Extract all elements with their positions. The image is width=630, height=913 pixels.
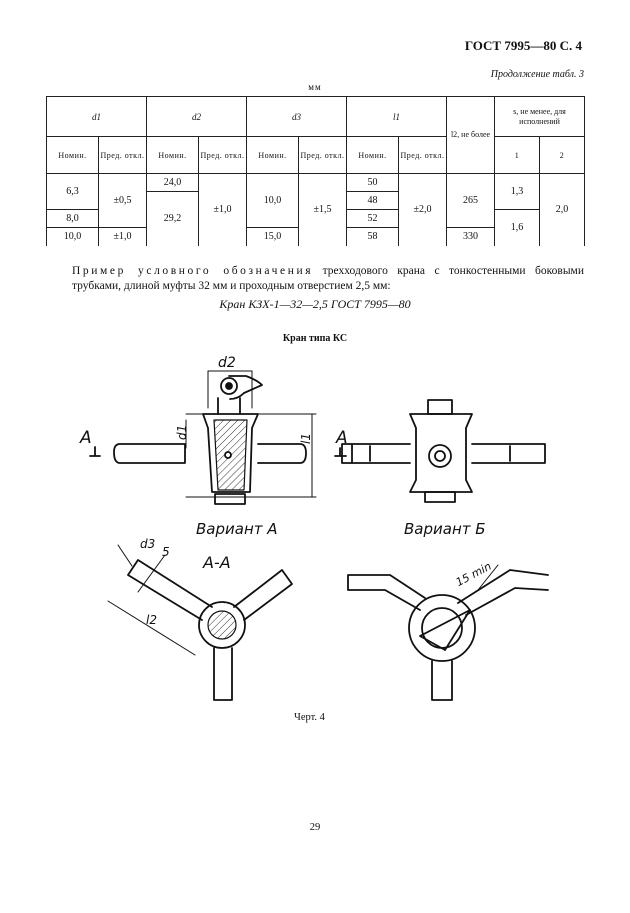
d1-nom-header: Номин. — [46, 136, 99, 174]
variant-a-label: Вариант А — [196, 520, 278, 538]
col-d2-header: d2 — [146, 96, 247, 137]
section-mark-left: А — [79, 428, 92, 448]
table-cell: 15,0 — [246, 227, 299, 246]
example-text: трехходового крана с тонкостенными боков… — [72, 265, 584, 292]
section-mark-right: А — [335, 428, 348, 448]
page-number: 29 — [309, 822, 321, 833]
s-isp2-header: 2 — [539, 136, 586, 174]
d2-tol-header: Пред. откл. — [198, 136, 247, 174]
variant-b-view — [341, 399, 546, 503]
table-cell: 29,2 — [146, 191, 199, 246]
figure-title: Кран типа КС — [282, 333, 348, 344]
col-s-header: s, не менее, для исполнений — [494, 96, 586, 137]
dimensions-table: d1 d2 d3 l1 l2, не более s, не менее, дл… — [46, 96, 586, 246]
table-cell: ±1,0 — [98, 227, 147, 246]
table-cell: 1,3 — [494, 173, 541, 210]
table-cell: 48 — [346, 191, 399, 210]
d3-nom-header: Номин. — [246, 136, 299, 174]
designation-example: Пример условного обозначения трехходовог… — [72, 264, 584, 294]
example-lead: Пример условного обозначения — [72, 265, 314, 277]
d2-nom-header: Номин. — [146, 136, 199, 174]
dim-d1-label: d1 — [175, 425, 189, 440]
l1-tol-header: Пред. откл. — [397, 136, 448, 174]
table-cell: ±0,5 — [98, 173, 147, 228]
units-label: мм — [308, 82, 322, 92]
table-cell: 24,0 — [146, 173, 199, 192]
dim-d3-label: d3 — [140, 537, 155, 551]
section-a-a-view — [107, 544, 293, 701]
technical-drawing: А А d2 d1 l1 Вариант А Вариант Б А-А d3 … — [79, 355, 549, 701]
table-cell: ±2,0 — [397, 173, 448, 246]
dim-s-label: 5 — [162, 545, 170, 559]
table-cell: 52 — [346, 209, 399, 228]
table-cell: 8,0 — [46, 209, 99, 228]
table-cell: 330 — [446, 227, 496, 246]
variant-b-label: Вариант Б — [404, 520, 486, 538]
col-d1-header: d1 — [46, 96, 147, 137]
table-cell: 265 — [446, 173, 496, 228]
table-cell: 50 — [346, 173, 399, 192]
table-cell: ±1,0 — [198, 173, 247, 246]
table-cell: 1,6 — [494, 209, 541, 246]
section-label: А-А — [202, 553, 231, 572]
col-l2-header: l2, не более — [446, 96, 496, 174]
page-header: ГОСТ 7995—80 С. 4 — [464, 38, 582, 53]
dim-l2-label: l2 — [146, 613, 157, 627]
table-cell: 10,0 — [246, 173, 299, 228]
l1-nom-header: Номин. — [346, 136, 399, 174]
d1-tol-header: Пред. откл. — [98, 136, 147, 174]
col-l1-header: l1 — [345, 96, 448, 137]
table-cell: ±1,5 — [298, 173, 347, 246]
table-cell: 6,3 — [46, 173, 99, 210]
table-cell: 10,0 — [46, 227, 99, 246]
table-cell: 58 — [346, 227, 399, 246]
table-cell: 2,0 — [539, 173, 586, 246]
col-d3-header: d3 — [246, 96, 347, 137]
section-b-view — [347, 564, 549, 701]
dim-l1-label: l1 — [299, 433, 313, 444]
s-isp1-header: 1 — [494, 136, 541, 174]
table-continuation-label: Продолжение табл. 3 — [490, 69, 584, 80]
dim-d2-label: d2 — [218, 355, 236, 371]
variant-a-view — [89, 370, 347, 505]
d3-tol-header: Пред. откл. — [298, 136, 347, 174]
figure-caption: Черт. 4 — [294, 712, 325, 723]
designation-formula: Кран КЗХ-1—32—2,5 ГОСТ 7995—80 — [219, 297, 411, 311]
